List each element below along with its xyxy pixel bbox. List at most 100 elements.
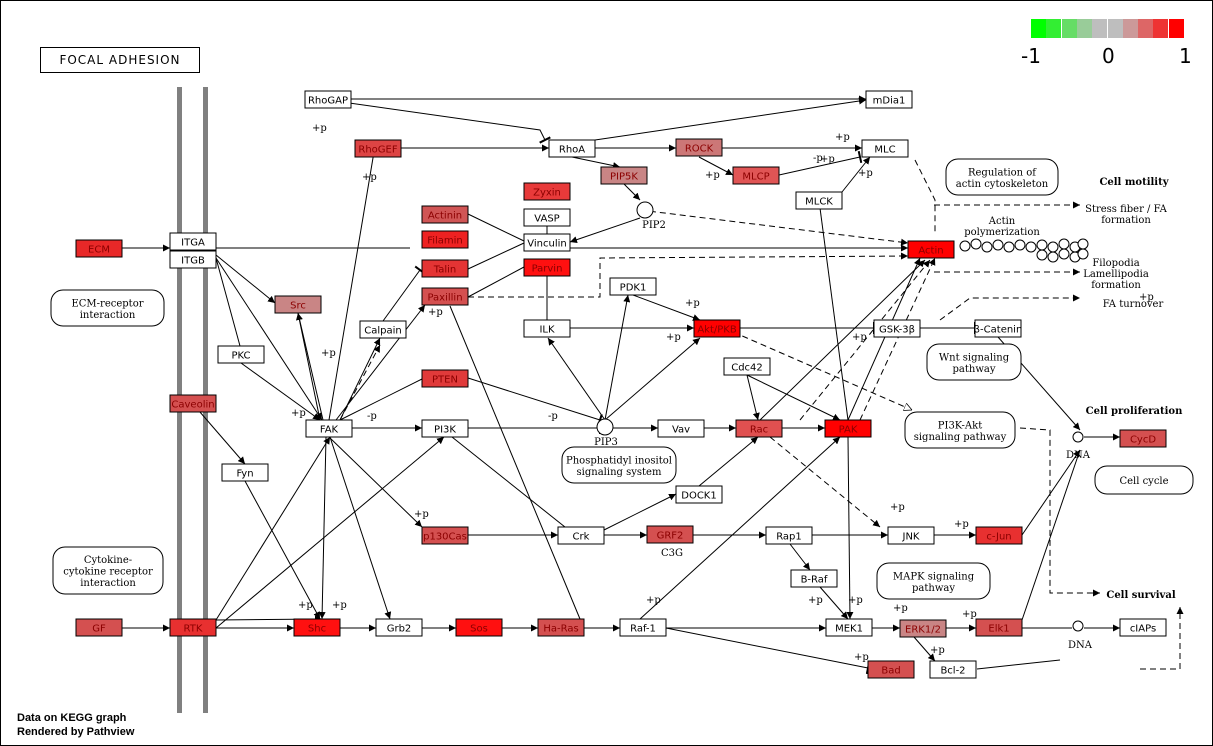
gene-node-bcatenin[interactable]: β-Catenin <box>974 319 1023 338</box>
gene-label: Actinin <box>428 211 462 222</box>
gene-node-vasp[interactable]: VASP <box>523 208 571 227</box>
gene-node-mlcp[interactable]: MLCP <box>732 166 780 185</box>
gene-node-mek1[interactable]: MEK1 <box>825 618 873 637</box>
gene-node-caveolin[interactable]: Caveolin <box>169 394 217 413</box>
dephosphorylation-label: -p <box>548 411 558 422</box>
gene-node-pip5k[interactable]: PIP5K <box>600 166 648 185</box>
gene-node-aktpkb[interactable]: Akt/PKB <box>693 319 741 338</box>
gene-node-ciaps[interactable]: cIAPs <box>1119 618 1167 637</box>
gene-node-fak[interactable]: FAK <box>305 419 353 438</box>
gene-node-elk1[interactable]: Elk1 <box>975 618 1023 637</box>
gene-node-pkc[interactable]: PKC <box>217 345 265 364</box>
gene-node-erk12[interactable]: ERK1/2 <box>899 619 947 638</box>
gene-node-rac[interactable]: Rac <box>735 419 783 438</box>
gene-node-jnk[interactable]: JNK <box>887 526 935 545</box>
gene-node-mlc[interactable]: MLC <box>861 139 909 158</box>
pathway-edge <box>846 436 854 620</box>
gene-node-actinin[interactable]: Actinin <box>421 205 469 224</box>
gene-node-rtk[interactable]: RTK <box>169 618 217 637</box>
actin-bead <box>970 238 982 250</box>
pathway-edge <box>215 257 323 421</box>
annotation-stressfiber: formation <box>1101 215 1151 226</box>
gene-node-raf1[interactable]: Raf-1 <box>619 618 667 637</box>
compound-pip3[interactable]: PIP3 <box>594 418 618 448</box>
gene-node-rap1[interactable]: Rap1 <box>765 526 813 545</box>
gene-node-shc[interactable]: Shc <box>293 618 341 637</box>
gene-label: Bad <box>881 666 900 677</box>
compound-pip2[interactable]: PIP2 <box>636 201 666 231</box>
gene-node-bcl2[interactable]: Bcl-2 <box>929 660 977 679</box>
gene-node-itgb[interactable]: ITGB <box>169 250 217 269</box>
gene-node-src[interactable]: Src <box>274 295 322 314</box>
phosphorylation-label: +p <box>414 509 429 520</box>
gene-node-grf2[interactable]: GRF2 <box>646 525 694 544</box>
gene-node-mdia1[interactable]: mDia1 <box>865 90 913 109</box>
gene-node-fyn[interactable]: Fyn <box>221 463 269 482</box>
pathway-edge <box>1019 427 1100 597</box>
gene-node-ecm[interactable]: ECM <box>75 239 123 258</box>
pathway-edge <box>1140 607 1184 670</box>
annotation-faturnover: FA turnover <box>1103 299 1164 310</box>
gene-node-zyxin[interactable]: Zyxin <box>523 182 571 201</box>
gene-node-gsk3b[interactable]: GSK-3β <box>873 319 921 338</box>
compound-dna[interactable]: DNA <box>1068 620 1093 651</box>
gene-node-actin[interactable]: Actin <box>907 240 955 259</box>
gene-node-rhoa[interactable]: RhoA <box>548 139 596 158</box>
pathway-edge <box>571 156 621 169</box>
gene-label: Shc <box>308 624 326 635</box>
gene-node-rock[interactable]: ROCK <box>675 138 723 157</box>
gene-node-rhogap[interactable]: RhoGAP <box>304 90 352 109</box>
pathway-map-cellcycle[interactable]: Cell cycle <box>1094 465 1194 495</box>
gene-node-pten[interactable]: PTEN <box>421 369 469 388</box>
gene-node-pdk1[interactable]: PDK1 <box>609 277 657 296</box>
gene-node-cjun[interactable]: c-Jun <box>975 526 1023 545</box>
gene-label: Bcl-2 <box>940 666 965 677</box>
pathway-edge <box>215 254 276 304</box>
compound-dna[interactable]: DNA <box>1066 431 1091 461</box>
gene-label: MLCK <box>805 197 833 208</box>
gene-node-parvin[interactable]: Parvin <box>523 258 571 277</box>
gene-node-pi3k[interactable]: PI3K <box>421 419 469 438</box>
pathway-edge <box>841 156 871 193</box>
gene-node-vav[interactable]: Vav <box>657 419 705 438</box>
gene-label: MLC <box>874 145 895 156</box>
gene-node-ilk[interactable]: ILK <box>523 319 571 338</box>
gene-label: ROCK <box>685 144 714 155</box>
phosphorylation-label: +p <box>858 168 873 179</box>
pathway-edge <box>451 436 576 536</box>
gene-node-cdc42[interactable]: Cdc42 <box>723 357 771 376</box>
gene-node-vinculin[interactable]: Vinculin <box>523 233 571 252</box>
gene-node-sos[interactable]: Sos <box>455 618 503 637</box>
gene-node-mlck[interactable]: MLCK <box>795 191 843 210</box>
gene-node-talin[interactable]: Talin <box>421 259 469 278</box>
legend-swatch <box>1031 19 1046 38</box>
gene-node-bad[interactable]: Bad <box>867 660 915 679</box>
gene-node-dock1[interactable]: DOCK1 <box>675 485 723 504</box>
gene-node-filamin[interactable]: Filamin <box>421 230 469 249</box>
gene-label: Sos <box>470 624 488 635</box>
annotation-filopodia: Lamellipodia <box>1083 269 1149 280</box>
gene-node-calpain[interactable]: Calpain <box>359 320 407 339</box>
gene-node-grb2[interactable]: Grb2 <box>375 618 423 637</box>
gene-node-crk[interactable]: Crk <box>557 526 605 545</box>
gene-node-itga[interactable]: ITGA <box>169 232 217 251</box>
gene-node-pak[interactable]: PAK <box>824 419 872 438</box>
gene-node-paxillin[interactable]: Paxillin <box>421 287 469 306</box>
actin-bead <box>959 240 971 252</box>
pathway-edge <box>449 305 581 620</box>
gene-node-gf[interactable]: GF <box>75 618 123 637</box>
actin-bead <box>1036 239 1048 251</box>
gene-node-braf[interactable]: B-Raf <box>790 569 838 588</box>
gene-node-cycd[interactable]: CycD <box>1119 429 1167 448</box>
gene-node-haras[interactable]: Ha-Ras <box>537 618 585 637</box>
gene-node-p130cas[interactable]: p130Cas <box>421 526 469 545</box>
gene-label: RhoGEF <box>358 145 397 156</box>
gene-node-rhogef[interactable]: RhoGEF <box>354 139 402 158</box>
